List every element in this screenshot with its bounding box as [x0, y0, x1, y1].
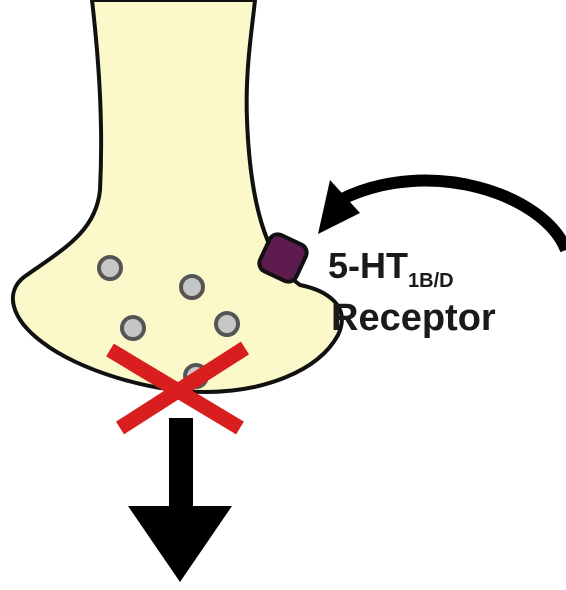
- arrow-down-icon: [128, 418, 232, 582]
- receptor-label-main: 5-HT: [328, 245, 408, 286]
- receptor-label-line2: Receptor: [331, 297, 496, 339]
- vesicle: [122, 317, 144, 339]
- axon-terminal: [13, 0, 342, 392]
- receptor-label-line1: 5-HT1B/D: [328, 245, 454, 292]
- curved-arrow-icon: [318, 180, 566, 250]
- vesicle: [181, 276, 203, 298]
- vesicle: [216, 313, 238, 335]
- receptor-label-subscript: 1B/D: [408, 270, 454, 292]
- vesicle: [99, 257, 121, 279]
